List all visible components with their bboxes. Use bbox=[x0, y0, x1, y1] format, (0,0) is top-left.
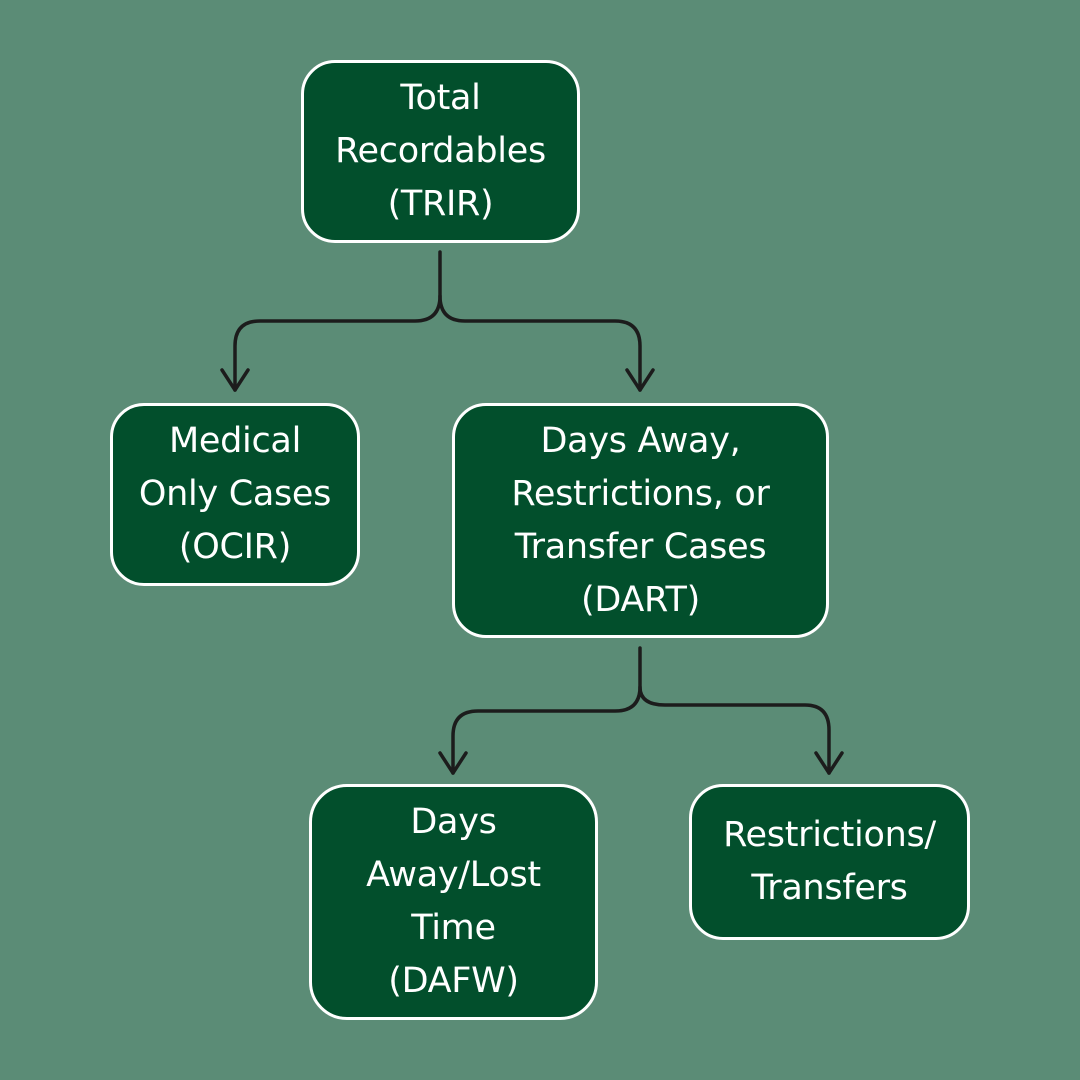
node-days-away-lost-time-label: Days Away/Lost Time (DAFW) bbox=[366, 802, 541, 1001]
edge-dart-dafw bbox=[451, 646, 642, 775]
node-total-recordables: Total Recordables (TRIR) bbox=[301, 60, 580, 243]
node-restrictions-transfers: Restrictions/ Transfers bbox=[689, 784, 970, 940]
edge-trir-ocir-arrowhead bbox=[220, 368, 250, 392]
edge-dart-rt bbox=[638, 685, 831, 775]
edge-trir-ocir bbox=[233, 250, 442, 392]
node-dart-cases-label: Days Away, Restrictions, or Transfer Cas… bbox=[511, 420, 770, 620]
node-dart-cases: Days Away, Restrictions, or Transfer Cas… bbox=[452, 403, 829, 638]
node-total-recordables-label: Total Recordables (TRIR) bbox=[335, 78, 546, 224]
edge-dart-dafw-arrowhead bbox=[438, 751, 468, 775]
node-medical-only-cases-label: Medical Only Cases (OCIR) bbox=[138, 421, 332, 567]
edge-trir-dart bbox=[438, 294, 642, 392]
node-medical-only-cases: Medical Only Cases (OCIR) bbox=[110, 403, 360, 586]
node-restrictions-transfers-label: Restrictions/ Transfers bbox=[723, 815, 936, 908]
edge-trir-dart-arrowhead bbox=[625, 368, 655, 392]
node-days-away-lost-time: Days Away/Lost Time (DAFW) bbox=[309, 784, 598, 1020]
edge-dart-rt-arrowhead bbox=[814, 751, 844, 775]
